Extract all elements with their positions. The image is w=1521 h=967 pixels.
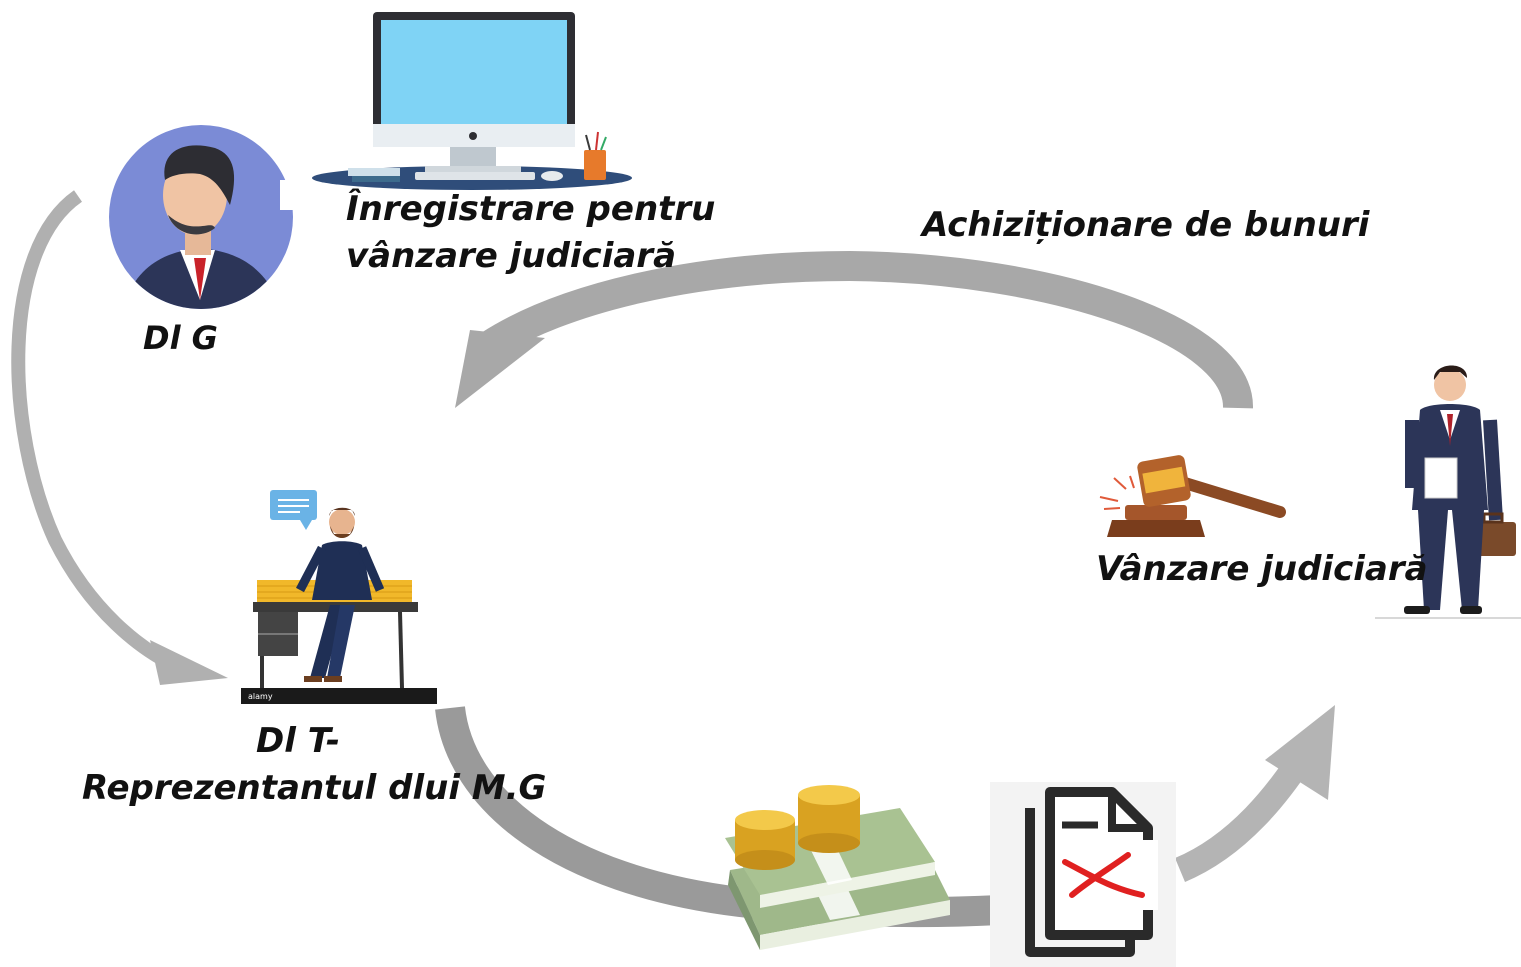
arrow-acquisition bbox=[455, 250, 1254, 410]
registration-label-line-2: vânzare judiciară bbox=[346, 235, 677, 276]
watermark-text: alamy bbox=[248, 692, 273, 701]
computer-icon bbox=[312, 12, 632, 190]
arrow-g-to-t bbox=[11, 190, 228, 685]
mr-g-avatar bbox=[109, 125, 294, 309]
gavel-icon bbox=[1099, 455, 1286, 537]
buyer-illustration bbox=[1375, 365, 1521, 619]
registration-label-line-1: Înregistrare pentru bbox=[346, 189, 716, 229]
acquisition-label: Achiziționare de bunuri bbox=[922, 205, 1370, 245]
mr-t-label-line-1: Dl T- bbox=[255, 721, 341, 761]
mr-t-illustration: alamy bbox=[241, 490, 437, 704]
money-icon bbox=[725, 785, 950, 950]
registration-label: Înregistrare pentru vânzare judiciară bbox=[346, 186, 715, 280]
rejected-document-icon bbox=[990, 782, 1176, 967]
mr-g-label: Dl G bbox=[143, 319, 218, 357]
judicial-sale-label: Vânzare judiciară bbox=[1096, 549, 1428, 589]
mr-t-label-line-2: Reprezentantul dlui M.G bbox=[82, 767, 547, 808]
mr-t-label: Dl T- Reprezentantul dlui M.G bbox=[82, 718, 547, 812]
